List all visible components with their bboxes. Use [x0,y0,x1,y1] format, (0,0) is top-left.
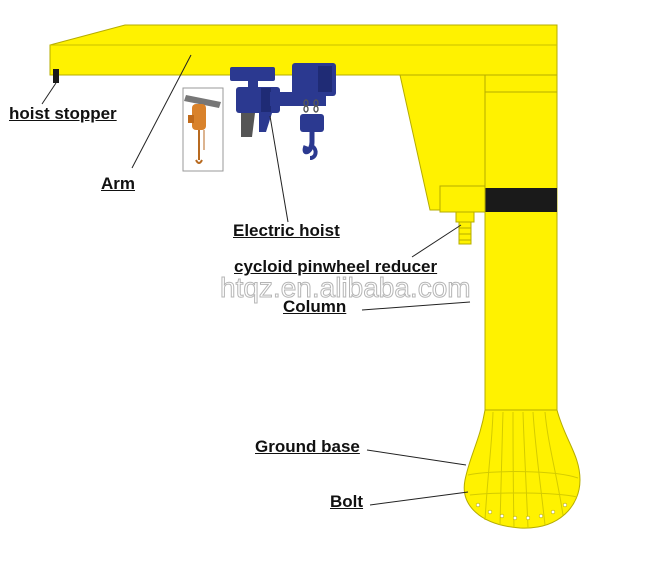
hoist-stopper [53,69,59,83]
chain-hoist-thumbnail [182,87,224,172]
label-hoist-stopper: hoist stopper [9,104,117,123]
reducer-motor [455,211,475,245]
label-electric-hoist: Electric hoist [233,221,340,240]
leader-lines [41,54,471,506]
ground-base [463,409,581,529]
watermark: htqz.en.alibaba.com [220,272,472,304]
label-bolt: Bolt [330,492,364,511]
label-column: Column [283,297,347,316]
label-arm: Arm [101,174,136,193]
label-ground-base: Ground base [255,437,360,456]
bolt-holes [475,502,568,521]
electric-hoist [230,63,336,160]
column-band [485,188,557,212]
arm [49,24,558,211]
label-reducer: cycloid pinwheel reducer [234,257,438,276]
column [439,74,558,413]
